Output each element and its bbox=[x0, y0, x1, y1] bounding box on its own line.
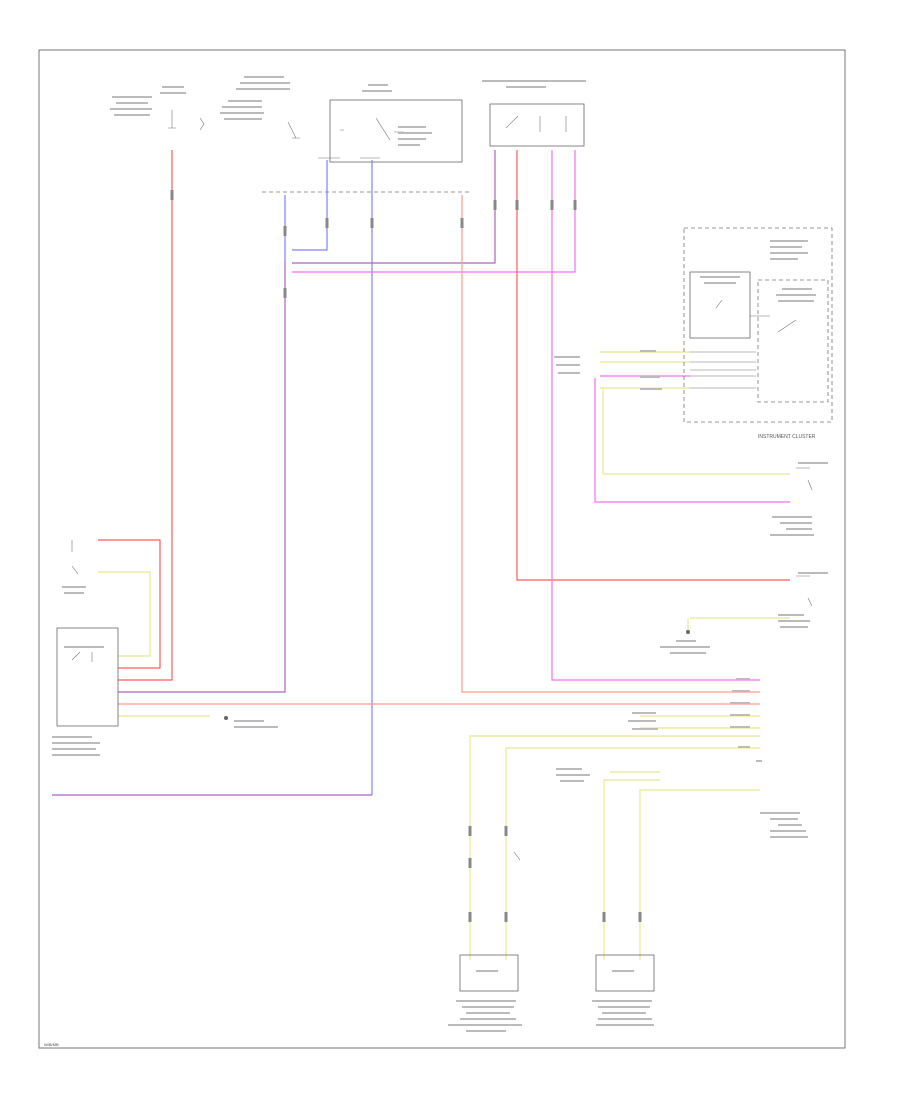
wire-yellow-coolant bbox=[602, 388, 790, 475]
relay-box-label bbox=[362, 84, 392, 92]
fuse-symbol-1 bbox=[168, 110, 176, 129]
ecm-label bbox=[52, 736, 100, 756]
wire-yellow-sensor-a2 bbox=[505, 747, 760, 960]
instrument-cluster-label: INSTRUMENT CLUSTER bbox=[758, 434, 816, 440]
wire-yellow-sensor-a1 bbox=[469, 735, 760, 960]
shield-mark bbox=[513, 851, 521, 861]
ic-connector-label bbox=[554, 350, 662, 390]
right-connector-pins bbox=[628, 678, 762, 762]
coolant-temp-sensor bbox=[770, 462, 828, 536]
fuse-label-2 bbox=[220, 76, 290, 120]
wire-red-supply bbox=[118, 150, 173, 681]
sensor-b-label bbox=[592, 1000, 654, 1026]
relay-box bbox=[329, 99, 463, 163]
dual-fuse-switches bbox=[505, 115, 567, 132]
sensor-a-inner-label bbox=[476, 970, 498, 972]
relay-switch bbox=[340, 117, 404, 141]
wire-red-sensor bbox=[516, 150, 790, 581]
ecm-inner bbox=[64, 646, 104, 662]
footer-code: W/B/MB bbox=[44, 1042, 59, 1047]
engine-control-module bbox=[56, 627, 119, 727]
wire-yellow-sensor-b2 bbox=[639, 789, 760, 960]
ic-inner-switch bbox=[715, 299, 723, 309]
fuse-label-1 bbox=[110, 86, 186, 116]
ic-labels bbox=[700, 240, 816, 302]
wire-magenta-connector bbox=[551, 150, 760, 681]
small-relay bbox=[62, 540, 86, 594]
ic-gauge-switch bbox=[750, 315, 797, 333]
wire-yellow-relay bbox=[98, 571, 151, 657]
ground-label-right bbox=[660, 630, 710, 654]
dual-fuse-box bbox=[489, 103, 585, 147]
diagram-border bbox=[38, 49, 846, 1049]
fuse-symbol-3 bbox=[287, 121, 300, 139]
wire-magenta-coolant bbox=[594, 378, 790, 503]
wire-violet-module bbox=[118, 262, 286, 693]
connector-marks bbox=[170, 190, 642, 922]
wire-blue-relay-out bbox=[292, 160, 328, 251]
dual-fuse-label bbox=[482, 80, 586, 88]
sensor-a-box bbox=[459, 954, 519, 992]
ic-pin-lines bbox=[690, 351, 756, 389]
sensor-a-label bbox=[448, 1000, 522, 1032]
fuse-relay-area bbox=[110, 76, 586, 193]
coolant-level-sensor bbox=[778, 572, 828, 628]
wire-yellow-sensor-b1 bbox=[603, 779, 660, 960]
wire-violet-bus-1 bbox=[292, 150, 496, 264]
wire-red-relay-feed bbox=[98, 539, 161, 669]
ic-inner-module bbox=[689, 271, 751, 339]
sensor-b-inner-label bbox=[612, 970, 634, 972]
fuse-symbol-2 bbox=[199, 117, 205, 131]
sensor-b-box bbox=[595, 954, 655, 992]
relay-inner-label bbox=[398, 126, 432, 146]
ground-label-left bbox=[234, 720, 278, 728]
ic-gauge-box bbox=[757, 279, 829, 403]
wire-salmon-right bbox=[461, 195, 760, 693]
instrument-cluster-box bbox=[683, 227, 833, 423]
wire-magenta-bus-2 bbox=[292, 150, 576, 273]
wires bbox=[52, 150, 790, 960]
ground-dot-left bbox=[224, 716, 228, 720]
engine-control-right-label bbox=[556, 768, 808, 838]
